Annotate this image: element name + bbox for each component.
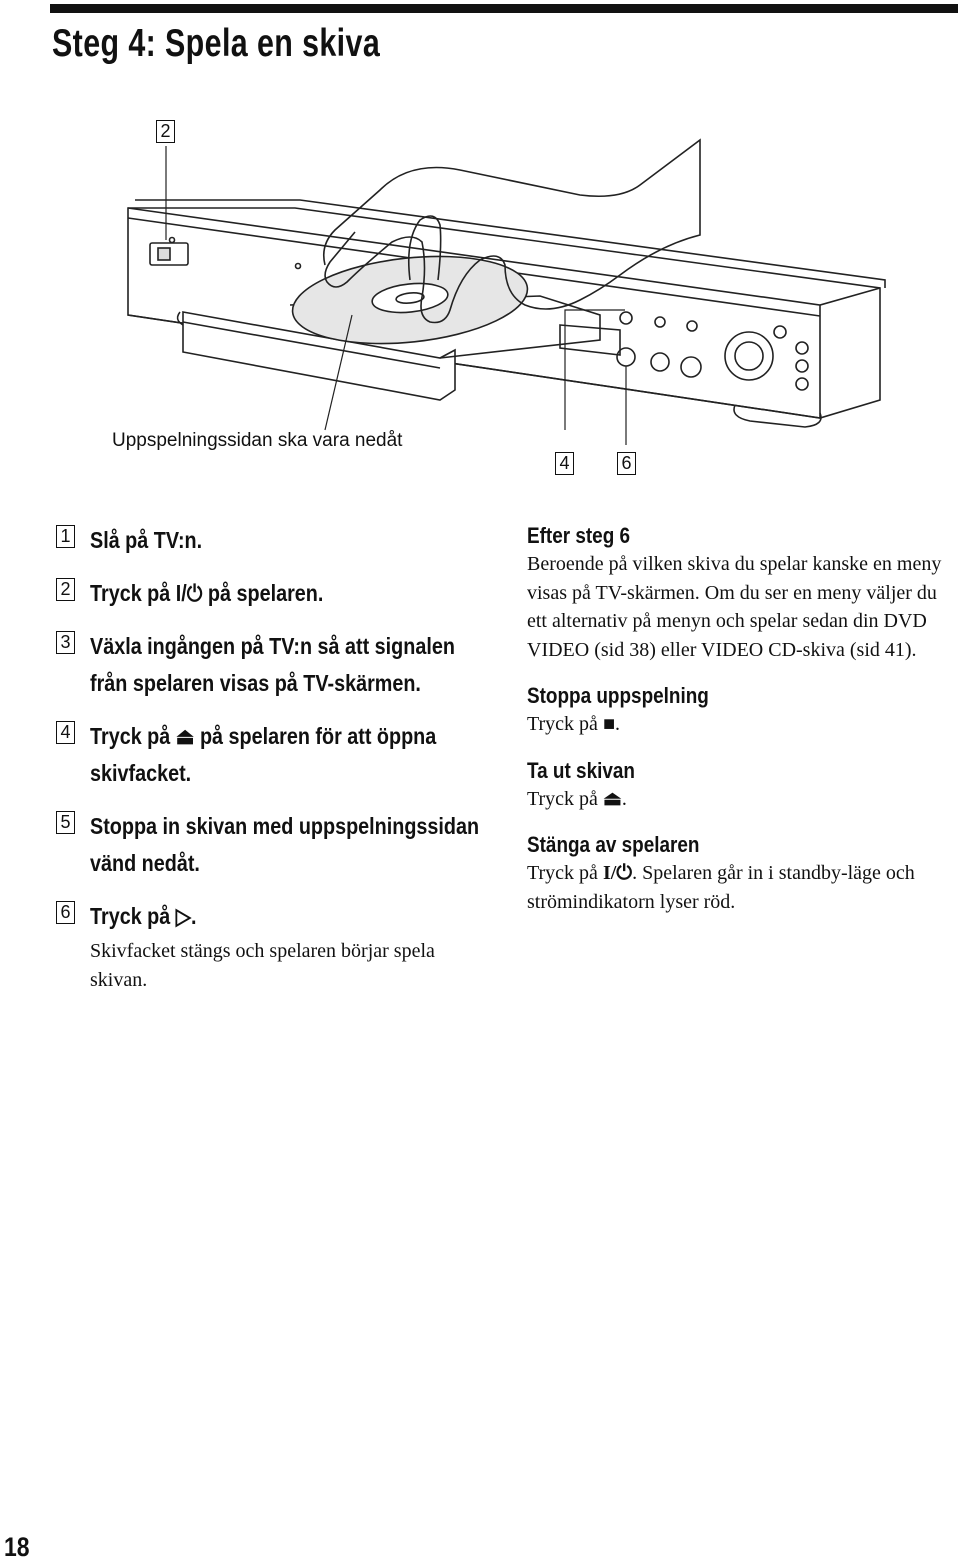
section-body-eject: Tryck på ⏏. xyxy=(527,785,957,814)
step-number: 1 xyxy=(56,525,75,548)
callout-step-2: 2 xyxy=(156,120,175,143)
body-post: . xyxy=(621,787,627,810)
step-5: 5 Stoppa in skivan med uppspelningssidan… xyxy=(56,808,486,882)
step-number: 4 xyxy=(56,721,75,744)
step-6: 6 Tryck på ▷. Skivfacket stängs och spel… xyxy=(56,898,486,995)
body-pre: Tryck på xyxy=(527,862,603,884)
step-text-post: på spelaren för att öppna skivfacket. xyxy=(90,723,437,786)
step-number: 3 xyxy=(56,631,75,654)
step-text: Slå på TV:n. xyxy=(90,527,203,553)
section-body-stop: Tryck på ■. xyxy=(527,710,957,739)
step-text-post: . xyxy=(190,903,197,929)
step-note: Skivfacket stängs och spelaren börjar sp… xyxy=(90,940,435,991)
power-icon: I/⏻ xyxy=(602,862,633,884)
figure-caption: Uppspelningssidan ska vara nedåt xyxy=(112,430,403,451)
step-text: Stoppa in skivan med uppspelningssidan v… xyxy=(90,813,480,876)
step-text: Tryck på I/⏻ på spelaren. xyxy=(90,575,485,612)
steps-list: 1 Slå på TV:n. 2 Tryck på I/⏻ på spelare… xyxy=(56,522,486,1011)
page-title: Steg 4: Spela en skiva xyxy=(52,22,381,65)
dvd-player-drawing xyxy=(127,138,886,445)
section-heading-stop: Stoppa uppspelning xyxy=(527,683,709,708)
stop-icon: ■ xyxy=(602,713,616,735)
body-pre: Tryck på xyxy=(527,713,603,735)
player-illustration: 2 4 6 xyxy=(0,100,960,490)
section-body-after: Beroende på vilken skiva du spelar kansk… xyxy=(527,553,942,661)
step-text: Tryck på ▷. xyxy=(90,898,485,935)
step-4: 4 Tryck på ⏏ på spelaren för att öppna s… xyxy=(56,718,486,792)
play-icon: ▷ xyxy=(175,903,191,929)
top-rule xyxy=(50,4,958,13)
step-number: 5 xyxy=(56,811,75,834)
section-heading-eject: Ta ut skivan xyxy=(527,757,635,783)
page-number: 18 xyxy=(4,1532,30,1562)
step-3: 3 Växla ingången på TV:n så att signalen… xyxy=(56,628,486,702)
step-number: 6 xyxy=(56,901,75,924)
body-post: . xyxy=(615,713,621,735)
step-1: 1 Slå på TV:n. xyxy=(56,522,486,559)
step-2: 2 Tryck på I/⏻ på spelaren. xyxy=(56,575,486,612)
step-number: 2 xyxy=(56,578,75,601)
step-text: Tryck på ⏏ på spelaren för att öppna ski… xyxy=(90,718,485,792)
callout-step-4: 4 xyxy=(555,452,574,475)
body-post: . Spelaren går in i standby-läge och str… xyxy=(527,862,915,913)
eject-icon: ⏏ xyxy=(602,787,622,810)
power-icon: I/⏻ xyxy=(175,580,203,606)
step-text: Växla ingången på TV:n så att signalen f… xyxy=(90,633,455,696)
step-text-pre: Tryck på xyxy=(90,723,176,749)
section-heading-after: Efter steg 6 xyxy=(527,523,631,548)
section-heading-off: Stänga av spelaren xyxy=(527,832,700,857)
body-pre: Tryck på xyxy=(527,787,603,810)
section-body-off: Tryck på I/⏻. Spelaren går in i standby-… xyxy=(527,859,957,916)
callout-step-6: 6 xyxy=(617,452,636,475)
step-text-pre: Tryck på xyxy=(90,580,176,606)
info-column: Efter steg 6 Beroende på vilken skiva du… xyxy=(527,522,957,934)
step-text-post: på spelaren. xyxy=(202,580,324,606)
step-text-pre: Tryck på xyxy=(90,903,176,929)
eject-icon: ⏏ xyxy=(175,723,195,749)
